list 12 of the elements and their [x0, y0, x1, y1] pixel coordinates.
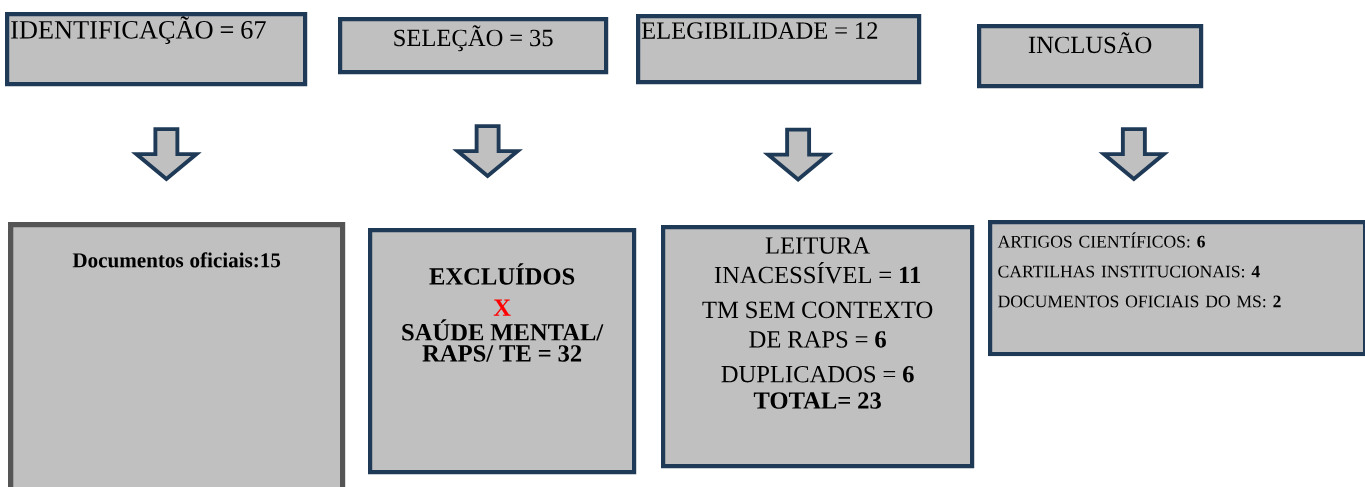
- block-arrow: [131, 127, 202, 182]
- process-box: EXCLUÍDOS X SAÚDE MENTAL/ RAPS/ TE = 32: [368, 228, 637, 475]
- process-box: INCLUSÃO: [977, 24, 1204, 89]
- process-box: ELEGIBILIDADE = 12: [636, 14, 922, 85]
- process-box: SELEÇÃO = 35: [338, 17, 609, 75]
- process-box: IDENTIFICAÇÃO = 67: [5, 12, 308, 87]
- process-box: Documentos oficiais:15: [8, 222, 346, 487]
- process-box: ARTIGOS CIENTÍFICOS: 6 CARTILHAS INSTITUCIONAIS: 4 DOCUMENTOS OFICIAIS DO MS: 2: [988, 220, 1365, 357]
- process-box: LEITURA INACESSÍVEL = 11 TM SEM CONTEXTO DE RAPS = 6 DUPLICADOS = 6 TOTAL= 23: [661, 225, 975, 469]
- block-arrow: [762, 127, 834, 183]
- block-arrow: [1098, 127, 1170, 182]
- block-arrow: [452, 124, 523, 179]
